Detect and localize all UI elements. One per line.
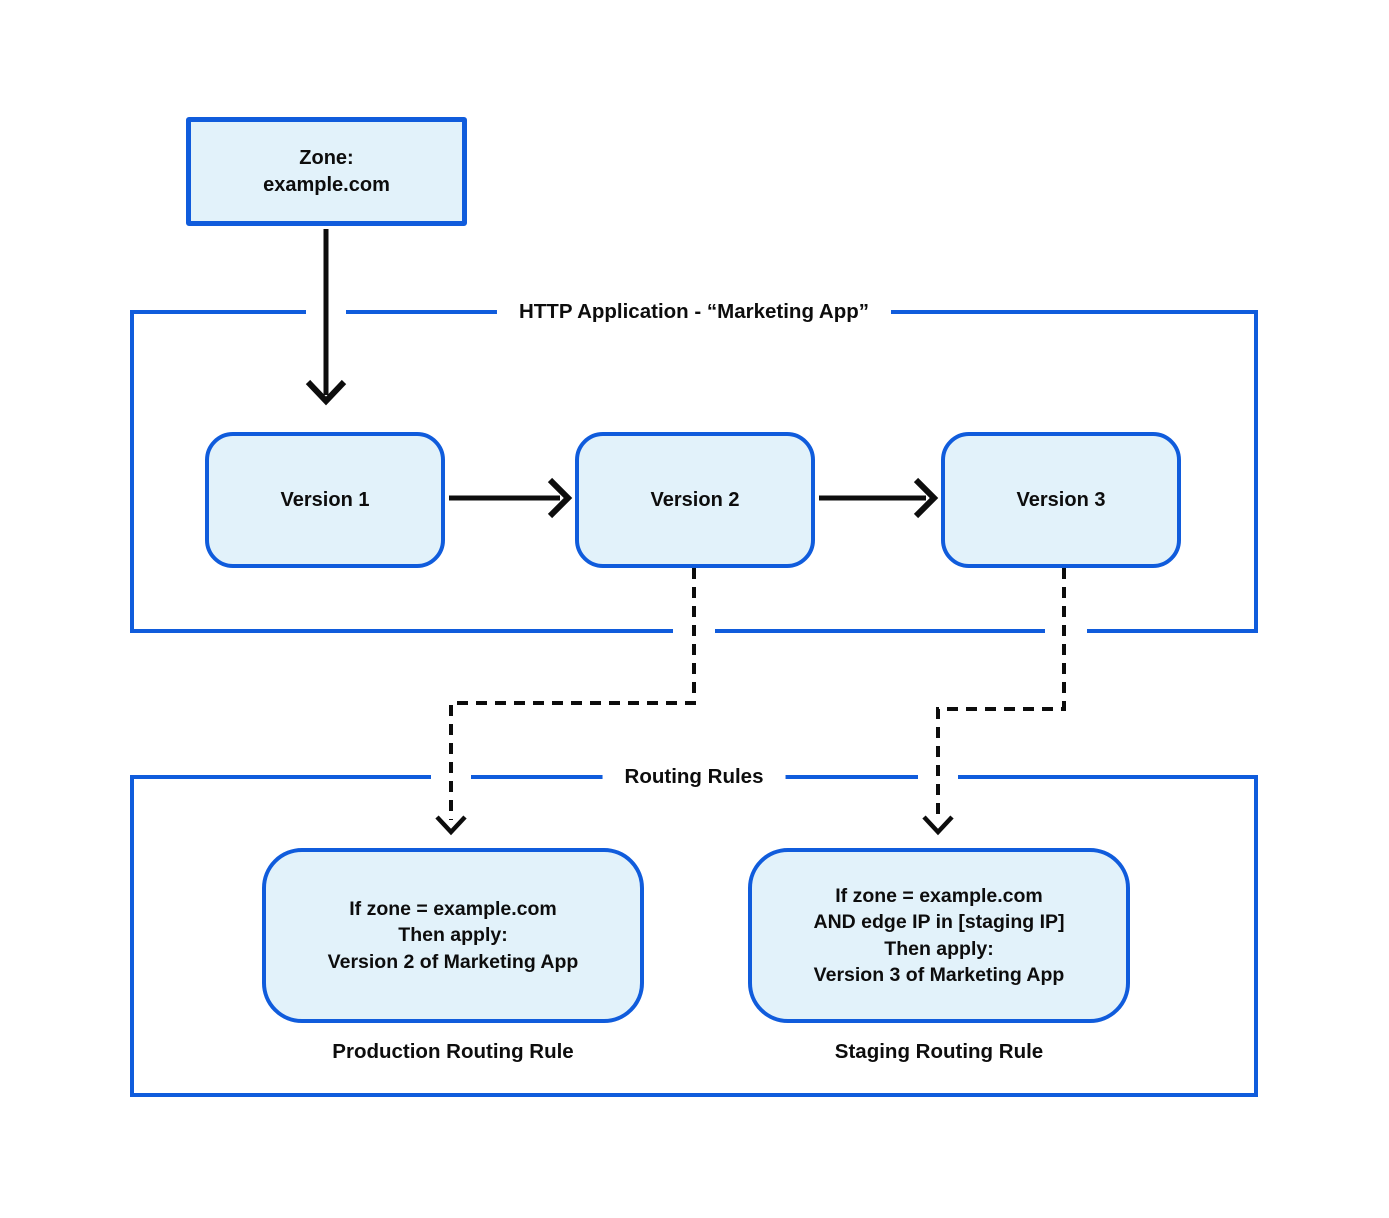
- zone-box-line: example.com: [263, 173, 390, 196]
- border-gap-patch: [918, 771, 958, 783]
- zone-box: Zone: example.com: [186, 117, 467, 226]
- staging-rule-box: If zone = example.com AND edge IP in [st…: [748, 848, 1130, 1023]
- production-rule-box: If zone = example.com Then apply: Versio…: [262, 848, 644, 1023]
- rule-line: AND edge IP in [staging IP]: [813, 911, 1065, 933]
- border-gap-patch: [431, 771, 471, 783]
- version-2-box: Version 2: [575, 432, 815, 568]
- border-gap-patch: [673, 625, 715, 637]
- version-3-box: Version 3: [941, 432, 1181, 568]
- rule-line: Version 3 of Marketing App: [813, 964, 1065, 986]
- routing-rules-label: Routing Rules: [602, 762, 786, 792]
- rule-line: If zone = example.com: [349, 897, 557, 920]
- rule-line: If zone = example.com: [835, 884, 1043, 907]
- version-label: Version 1: [280, 488, 370, 511]
- http-application-label: HTTP Application - “Marketing App”: [496, 297, 892, 327]
- rule-line: Then apply:: [398, 924, 508, 947]
- version-label: Version 2: [650, 488, 740, 511]
- rule-line: Version 2 of Marketing App: [327, 950, 579, 973]
- version-label: Version 3: [1016, 488, 1106, 511]
- staging-rule-caption: Staging Routing Rule: [834, 1040, 1044, 1063]
- version-1-box: Version 1: [205, 432, 445, 568]
- production-rule-caption: Production Routing Rule: [332, 1040, 574, 1063]
- rule-line: Then apply:: [884, 937, 994, 960]
- border-gap-patch: [306, 306, 346, 318]
- border-gap-patch: [1045, 625, 1087, 637]
- zone-box-line: Zone:: [299, 146, 354, 169]
